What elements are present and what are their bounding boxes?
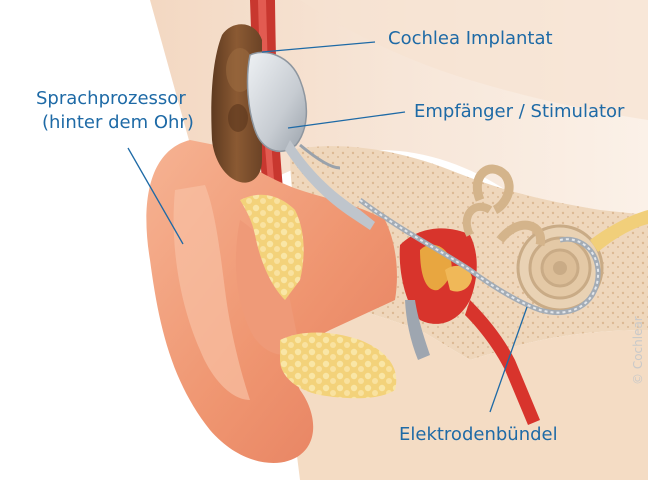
label-elektrodenbuendel: Elektrodenbündel [399, 424, 558, 446]
label-sprachprozessor-note: (hinter dem Ohr) [42, 112, 194, 134]
label-sprachprozessor: Sprachprozessor [36, 88, 186, 110]
label-cochlea-implantat: Cochlea Implantat [388, 28, 553, 50]
copyright-text: © Cochlear [631, 316, 645, 385]
label-empfaenger-stimulator: Empfänger / Stimulator [414, 101, 624, 123]
